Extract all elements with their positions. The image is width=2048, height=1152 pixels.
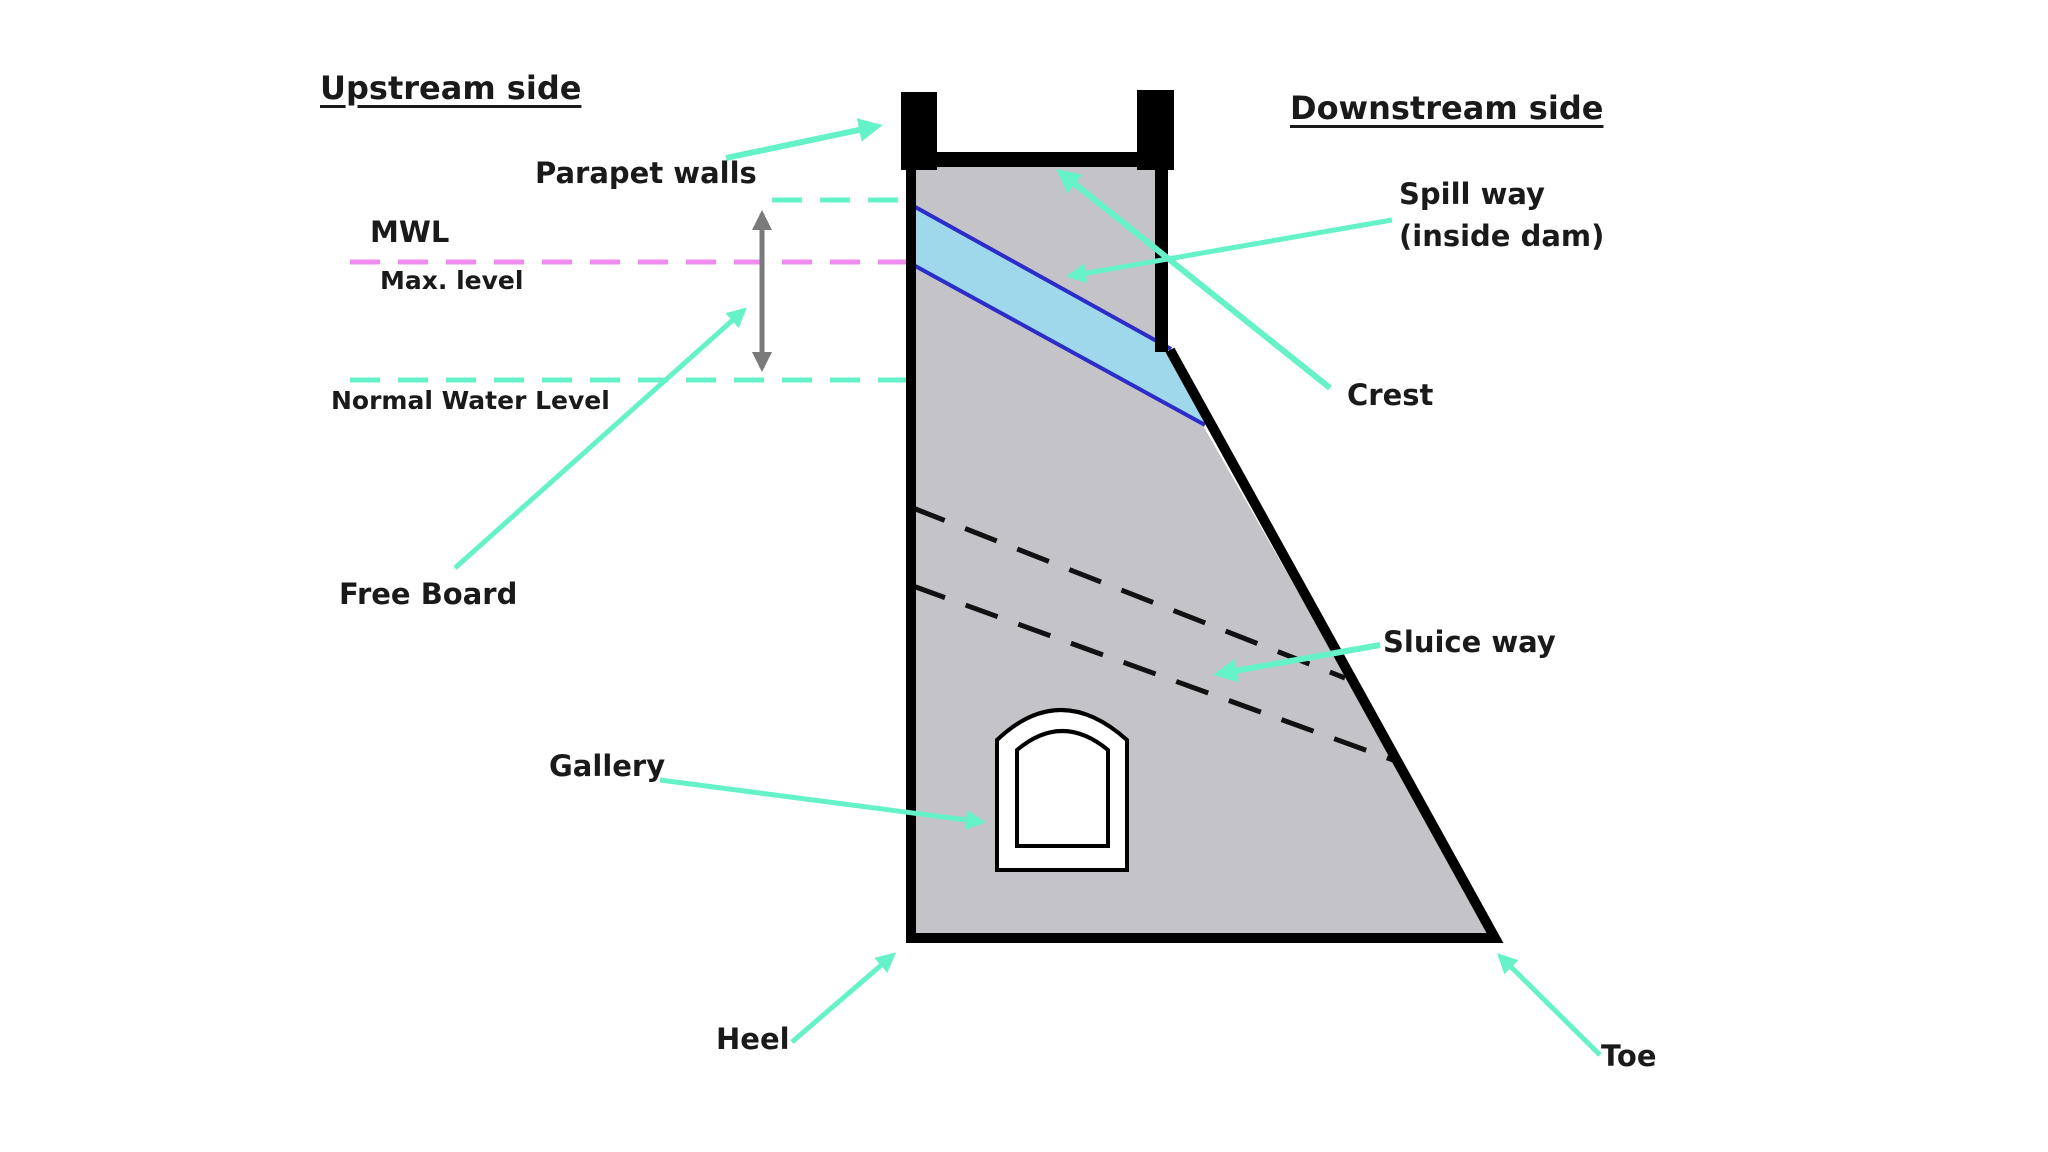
crest-arrow bbox=[1056, 169, 1332, 391]
gallery-label: Gallery bbox=[549, 749, 666, 783]
spillway-upper-edge bbox=[907, 201, 1172, 351]
spillway-arrow bbox=[1066, 217, 1393, 284]
sluice-arrow bbox=[1213, 642, 1381, 683]
free-board-pointer-arrow bbox=[453, 307, 747, 570]
crest-label: Crest bbox=[1347, 378, 1434, 412]
max-level-label: Max. level bbox=[380, 266, 524, 295]
heel-label: Heel bbox=[716, 1022, 790, 1056]
spillway-lower-edge bbox=[907, 260, 1206, 427]
normal-water-level-label: Normal Water Level bbox=[331, 386, 610, 415]
free-board-label: Free Board bbox=[339, 577, 518, 611]
spillway-channel bbox=[911, 204, 1205, 424]
sluice-way-lower bbox=[912, 583, 1394, 763]
heel-arrow bbox=[790, 952, 897, 1044]
sluice-way-label: Sluice way bbox=[1383, 625, 1556, 659]
mwl-label: MWL bbox=[370, 215, 450, 249]
gallery-arrow bbox=[659, 777, 986, 830]
spillway-label-line2: (inside dam) bbox=[1399, 219, 1605, 253]
crest-top-slab bbox=[901, 152, 1174, 165]
parapet-walls-label: Parapet walls bbox=[535, 156, 757, 190]
upstream-side-label: Upstream side bbox=[320, 69, 582, 107]
toe-arrow bbox=[1497, 953, 1602, 1057]
parapet-arrow bbox=[725, 118, 883, 161]
toe-label: Toe bbox=[1601, 1039, 1657, 1073]
sluice-way-upper bbox=[912, 505, 1346, 681]
gallery-inner bbox=[1015, 729, 1110, 848]
downstream-side-label: Downstream side bbox=[1290, 89, 1604, 127]
spillway-label-line1: Spill way bbox=[1399, 177, 1545, 211]
